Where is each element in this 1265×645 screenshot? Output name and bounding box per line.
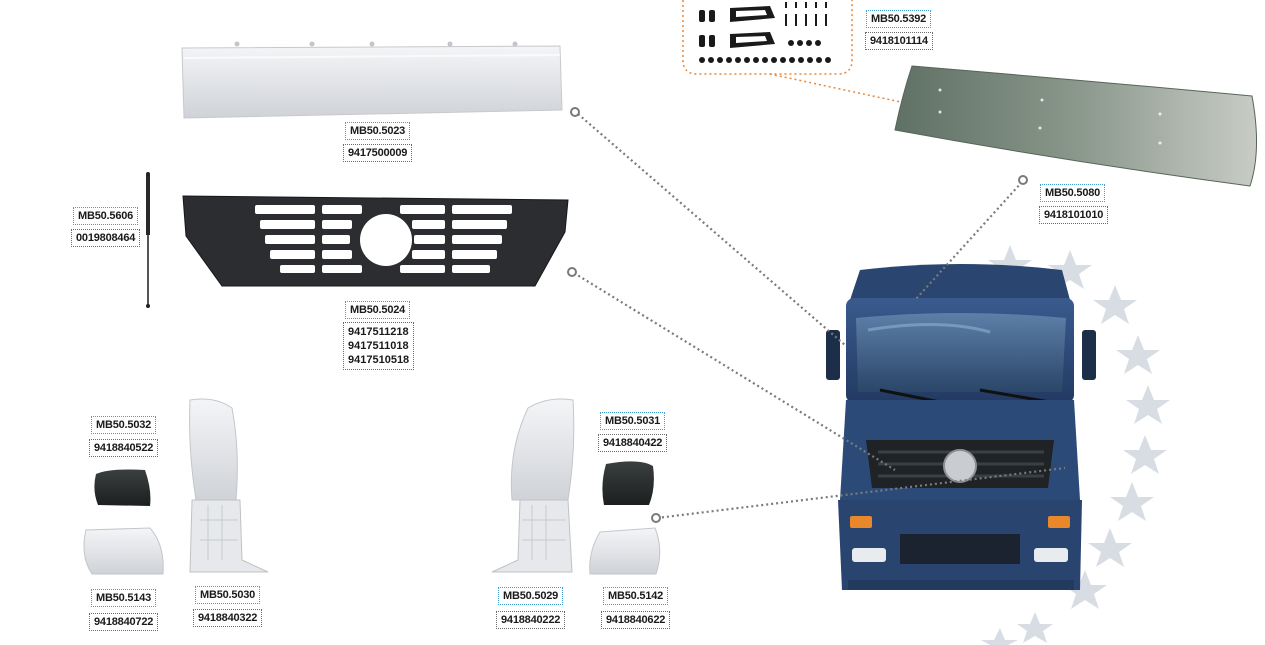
corner-cap-right-image [602,461,654,505]
corner-lower-left-image [83,527,164,575]
part-number-corner-panel-left: MB50.5030 [195,586,261,604]
corner-panel-right-image [491,398,575,573]
oem-number-fixing-kit: 9418101114 [865,32,933,50]
oem-number-sun-visor: 9418101010 [1039,206,1109,224]
oem-number-gas-strut: 0019808464 [71,229,141,247]
part-number-corner-lower-left: MB50.5143 [91,589,157,607]
part-number-sun-visor: MB50.5080 [1040,184,1106,202]
oem-number-grille-2: 9417511018 [348,340,409,352]
corner-cap-left-image [94,469,151,506]
oem-number-corner-cap-right: 9418840422 [598,434,668,452]
leader-dots [567,107,1028,523]
oem-numbers-grille: 9417511218 9417511018 9417510518 [343,322,415,370]
truck-image [826,264,1096,590]
oem-number-bumper: 9417500009 [343,144,413,162]
gas-strut-image [146,172,150,308]
oem-number-corner-lower-right: 9418840622 [601,611,671,629]
part-number-corner-lower-right: MB50.5142 [603,587,669,605]
corner-lower-right-image [589,527,661,575]
part-number-corner-cap-left: MB50.5032 [91,416,157,434]
part-number-fixing-kit: MB50.5392 [866,10,932,28]
oem-number-corner-panel-right: 9418840222 [496,611,566,629]
oem-number-corner-panel-left: 9418840322 [193,609,263,627]
part-number-bumper: MB50.5023 [345,122,411,140]
part-number-gas-strut: MB50.5606 [73,207,139,225]
corner-panel-left-image [189,398,269,573]
oem-number-corner-lower-left: 9418840722 [89,613,159,631]
oem-number-corner-cap-left: 9418840522 [89,439,159,457]
oem-number-grille-1: 9417511218 [348,326,409,338]
part-number-grille: MB50.5024 [345,301,411,319]
grille-image [182,195,569,287]
part-number-corner-panel-right: MB50.5029 [498,587,564,605]
oem-number-grille-3: 9417510518 [348,354,410,366]
part-number-corner-cap-right: MB50.5031 [600,412,666,430]
sun-visor-image [894,65,1257,187]
bumper-panel-image [181,41,563,119]
leader-lines [573,113,1066,520]
